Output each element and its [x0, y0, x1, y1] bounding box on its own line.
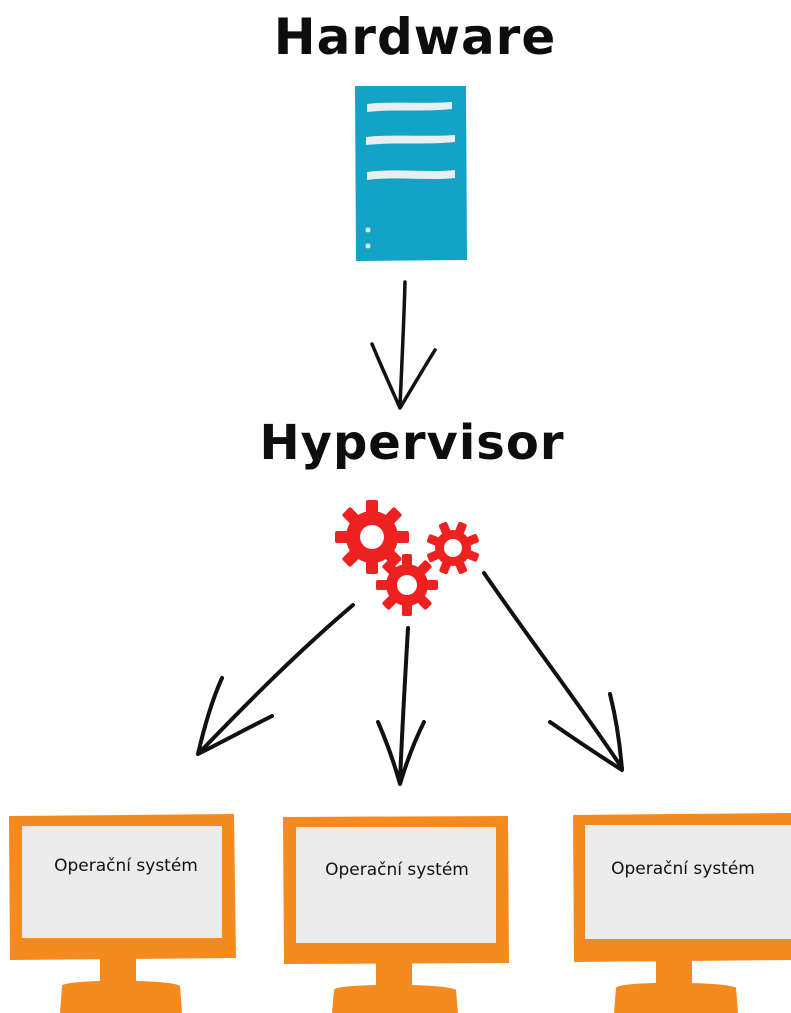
hypervisor-title: Hypervisor [259, 415, 565, 471]
os-label: Operační systém [54, 856, 198, 876]
server-icon [355, 86, 467, 261]
gears-icon [335, 500, 480, 616]
hardware-title: Hardware [273, 8, 557, 66]
os-label: Operační systém [325, 860, 469, 880]
monitor-icon-2 [283, 816, 509, 1013]
arrow-to-os-left [196, 603, 355, 756]
arrow-to-os-right [482, 571, 624, 772]
gear-small [426, 521, 480, 575]
arrow-to-os-center [376, 626, 426, 786]
monitor-icon-3 [573, 813, 791, 1013]
gear-medium [376, 554, 438, 616]
gear-large [335, 500, 409, 574]
arrow-hardware-to-hypervisor [370, 280, 437, 410]
os-label: Operační systém [611, 859, 755, 879]
monitor-icon-1 [9, 814, 236, 1013]
